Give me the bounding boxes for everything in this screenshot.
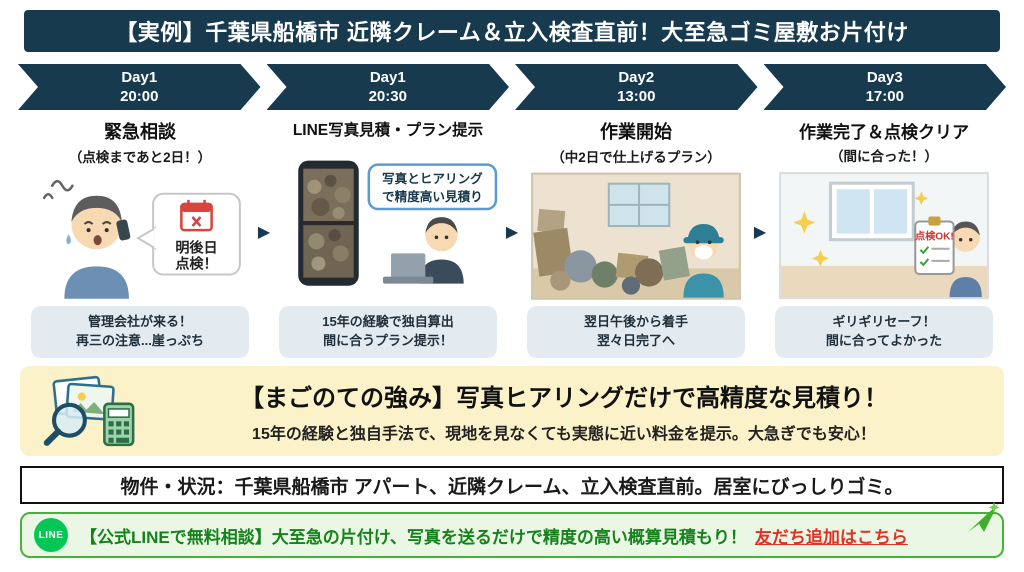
bubble-line: 15年の経験で独自算出 (322, 314, 454, 330)
bubble-line: 間に合ってよかった (825, 333, 943, 349)
smartphone-icon (298, 160, 359, 286)
bubble-line: 翌日午後から着手 (583, 314, 688, 330)
page-title: 【実例】千葉県船橋市 近隣クレーム＆立入検査直前！大至急ゴミ屋敷お片付け (24, 10, 1000, 52)
timeline-step-4: Day3 17:00 (764, 64, 1007, 110)
step-column-line-estimate: LINE写真見積・プラン提示 (264, 118, 512, 358)
step-day: Day1 (369, 68, 406, 86)
cluttered-room (531, 172, 741, 300)
step-note-bubble: 15年の経験で独自算出 間に合うプラン提示！ (278, 306, 498, 358)
step-time: 20:00 (120, 88, 159, 105)
callout-text: 写真とヒアリング (382, 171, 483, 186)
green-sparkle-decoration (968, 502, 1000, 532)
step-day: Day1 (121, 68, 158, 86)
step-title: 作業開始 (600, 122, 672, 142)
clipboard-label: 点検OK! (915, 230, 954, 243)
strength-subtitle: 15年の経験と独自手法で、現地を見なくても実態に近い料金を提示。大急ぎでも安心！ (252, 426, 876, 443)
inspection-callout-bubble: 明後日 点検！ (135, 192, 241, 276)
next-step-arrow-icon: ▶ (753, 224, 767, 241)
strength-highlight-box: 【まごのての強み】写真ヒアリングだけで高精度な見積り！ 15年の経験と独自手法で… (20, 366, 1004, 456)
step-subtitle: （点検まであと2日！） (68, 150, 212, 165)
property-status-box: 物件・状況：千葉県船橋市 アパート、近隣クレーム、立入検査直前。居室にびっしりゴ… (20, 466, 1004, 504)
callout-text: 点検！ (175, 255, 217, 271)
step-title: LINE写真見積・プラン提示 (292, 122, 484, 139)
phone-icon (116, 219, 131, 241)
estimator-figure (382, 217, 464, 284)
worried-man-figure (64, 195, 131, 299)
add-friend-link[interactable]: 友だち追加はこちら (754, 527, 908, 547)
step-column-work-start: 作業開始 （中2日で仕上げるプラン） (512, 118, 760, 358)
timeline-step-3: Day2 13:00 (515, 64, 758, 110)
sparkle-icon (914, 191, 929, 206)
step-time: 13:00 (617, 88, 656, 105)
line-consult-banner: LINE 【公式LINEで無料相談】大至急の片付け、写真を送るだけで精度の高い概… (20, 502, 1004, 558)
step-title: 緊急相談 (104, 122, 176, 142)
line-logo-icon: LINE (34, 518, 68, 552)
step-time: 20:30 (368, 88, 407, 105)
step-columns: 緊急相談 （点検まであと2日！） (16, 118, 1008, 358)
bubble-line: 管理会社が来る！ (87, 314, 192, 330)
staff-with-clipboard: 点検OK! (914, 216, 982, 298)
step-column-consult: 緊急相談 （点検まであと2日！） (16, 118, 264, 358)
sparkle-icon (811, 249, 830, 267)
calendar-icon (180, 199, 213, 232)
strength-title: 【まごのての強み】写真ヒアリングだけで高精度な見積り！ (240, 385, 888, 412)
bubble-line: ギリギリセーフ！ (832, 314, 936, 330)
step-subtitle: （中2日で仕上げるプラン） (551, 150, 721, 165)
step-note-bubble: 管理会社が来る！ 再三の注意...崖っぷち (30, 306, 250, 358)
step-subtitle: （間に合った！） (830, 149, 938, 164)
illustration-clean-room-check: 点検OK! (768, 165, 1000, 306)
bubble-line: 間に合うプラン提示！ (323, 333, 453, 349)
bubble-line: 再三の注意...崖っぷち (76, 333, 204, 349)
step-time: 17:00 (865, 88, 904, 105)
illustration-phone-estimate: 写真とヒアリング で精度高い見積り (272, 140, 504, 306)
next-step-arrow-icon: ▶ (257, 224, 271, 241)
step-column-complete: 作業完了＆点検クリア （間に合った！） (760, 118, 1008, 358)
step-note-bubble: 翌日午後から着手 翌々日完了へ (526, 306, 746, 358)
sparkle-icon (793, 211, 816, 234)
laptop-icon (382, 253, 434, 284)
worry-squiggle-icon (42, 179, 74, 200)
step-day: Day2 (618, 68, 655, 86)
line-banner-text: 【公式LINEで無料相談】大至急の片付け、写真を送るだけで精度の高い概算見積もり… (80, 527, 747, 547)
photo-magnifier-calculator-icon (43, 375, 135, 447)
bubble-line: 翌々日完了へ (596, 333, 675, 349)
next-step-arrow-icon: ▶ (505, 224, 519, 241)
illustration-cluttered-room-worker (520, 166, 752, 306)
timeline: Day1 20:00 Day1 20:30 Day2 13:00 Day3 17… (18, 64, 1006, 110)
step-day: Day3 (866, 68, 903, 86)
illustration-worried-man-phone: 明後日 点検！ (24, 166, 256, 306)
timeline-step-1: Day1 20:00 (18, 64, 261, 110)
callout-text: で精度高い見積り (382, 189, 483, 204)
inspection-clipboard-icon: 点検OK! (914, 216, 955, 275)
step-note-bubble: ギリギリセーフ！ 間に合ってよかった (774, 306, 994, 358)
estimate-callout-bubble: 写真とヒアリング で精度高い見積り (367, 163, 498, 211)
worker-figure (683, 224, 724, 298)
step-title: 作業完了＆点検クリア (799, 123, 969, 142)
timeline-step-2: Day1 20:30 (267, 64, 510, 110)
callout-text: 明後日 (175, 239, 217, 255)
